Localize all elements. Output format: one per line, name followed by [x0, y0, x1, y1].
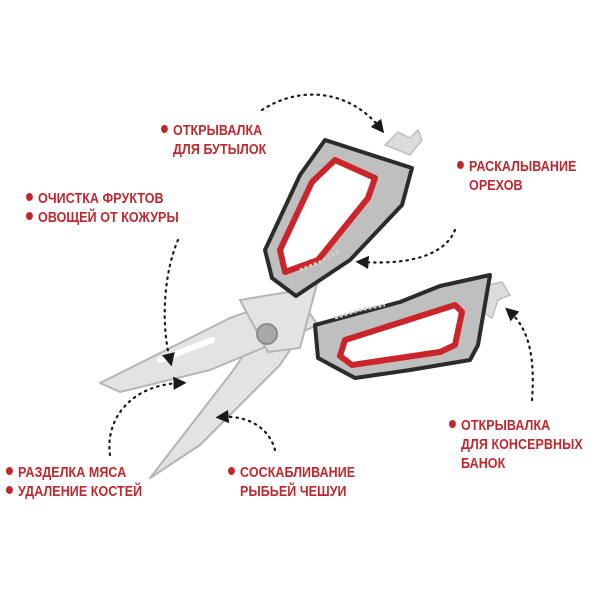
lower-handle	[313, 273, 492, 380]
arrow-bottle-opener	[260, 93, 385, 134]
bullet-icon	[449, 420, 456, 428]
upper-handle	[263, 138, 414, 298]
label-bottle-opener: ОТКРЫВАЛКА ДЛЯ БУТЫЛОК	[161, 122, 266, 160]
bottle-opener-tab	[383, 128, 423, 156]
pivot-screw	[256, 323, 278, 345]
lower-handle-insert	[337, 302, 465, 368]
pivot	[238, 277, 320, 354]
lower-handle-teeth	[334, 303, 386, 320]
bullet-icon	[6, 486, 13, 494]
nut-cracker-teeth	[299, 248, 341, 272]
arrow-peeling	[161, 238, 180, 367]
arrow-fish-scaling	[215, 409, 277, 452]
label-nut-cracker: РАСКАЛЫВАНИЕ ОРЕХОВ	[457, 158, 576, 196]
label-fish-scaling: СОСКАБЛИВАНИЕ РЫБЬЕЙ ЧЕШУИ	[228, 464, 355, 502]
label-peeling: ОЧИСТКА ФРУКТОВ ОВОЩЕЙ ОТ КОЖУРЫ	[26, 190, 179, 228]
arrow-nut-cracker	[355, 228, 457, 269]
bullet-icon	[228, 467, 235, 475]
arrow-can-opener	[505, 307, 534, 402]
label-meat-bones: РАЗДЕЛКА МЯСА УДАЛЕНИЕ КОСТЕЙ	[6, 464, 142, 502]
arrow-meat-bones	[108, 376, 187, 457]
upper-handle-insert	[277, 157, 378, 275]
bullet-icon	[26, 212, 33, 220]
bullet-icon	[161, 125, 168, 133]
bullet-icon	[457, 161, 464, 169]
bullet-icon	[6, 467, 13, 475]
label-can-opener: ОТКРЫВАЛКА ДЛЯ КОНСЕРВНЫХ БАНОК	[449, 417, 583, 474]
callout-arrows	[108, 93, 534, 457]
bullet-icon	[26, 193, 33, 201]
